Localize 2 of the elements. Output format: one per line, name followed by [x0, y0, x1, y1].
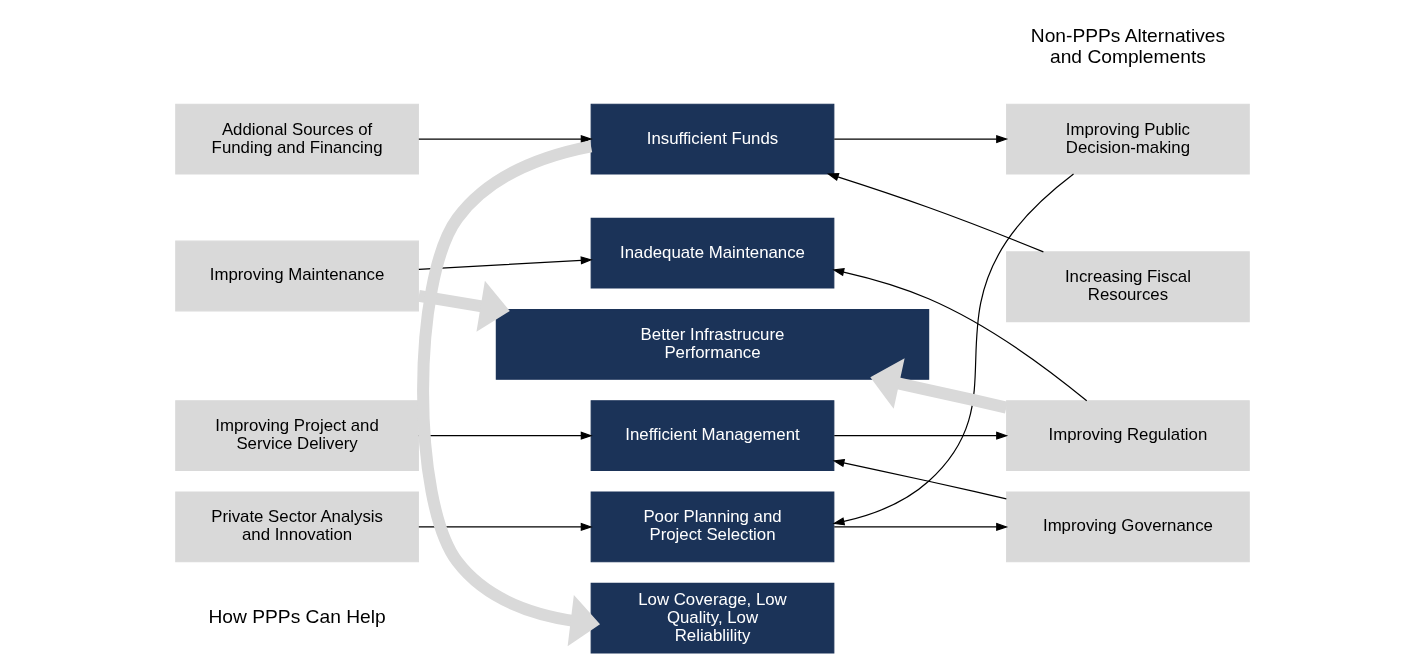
label: How PPPs Can Help [207, 605, 386, 627]
label: Non-PPPs Alternatives and Complements [1030, 24, 1225, 68]
